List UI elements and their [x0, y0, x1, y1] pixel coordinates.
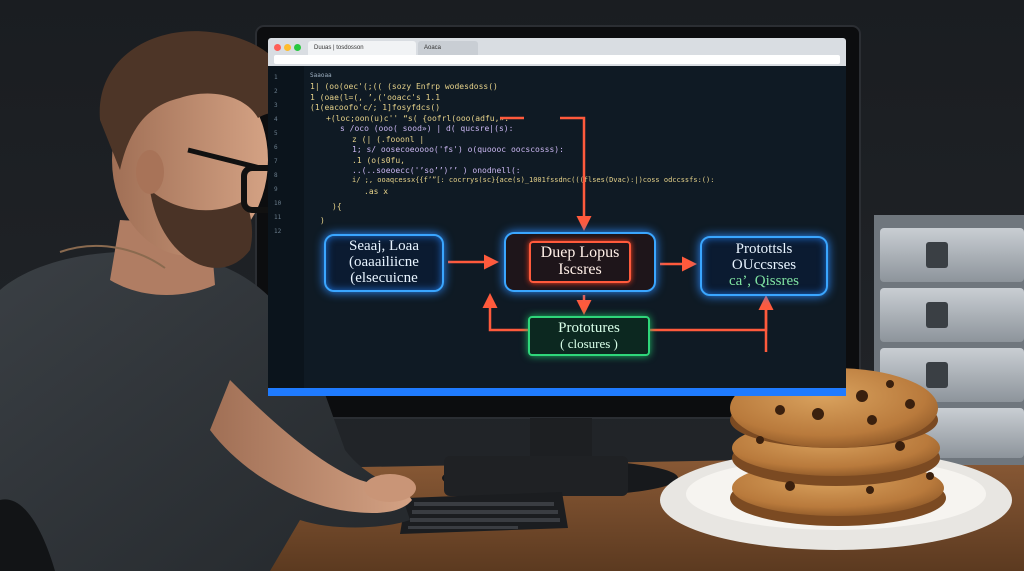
- diagram-box-bottom: Prototures ( closures ): [528, 316, 650, 356]
- code-line: 1; s/ oosecoeoooo('fs') o(quoooc oocscos…: [352, 145, 564, 154]
- code-line: .1 (o(s0fu,: [352, 156, 405, 165]
- diagram-box-right: Protottsls OUccsrses ca’, Qissres: [700, 236, 828, 296]
- browser-tab-active[interactable]: Duuas | tosdosson: [308, 41, 416, 55]
- code-line: z (| (.fooonl |: [352, 135, 425, 144]
- diagram-box-left: Seaaj, Loaa (oaaailiicne (elsecuicne: [324, 234, 444, 292]
- diagram-box-center: Duep Lopus Iscsres: [504, 232, 656, 292]
- browser-tab[interactable]: Aoaca: [418, 41, 478, 55]
- maximize-window-icon[interactable]: [294, 44, 301, 51]
- code-line: +(loc;oon(u)c'' “s( {oofrl(ooo(adfu,».: [326, 114, 510, 123]
- code-line: ): [320, 216, 325, 225]
- code-line: i/ ;, ooaqcessx{{f’”[: cocrrys(sc}{ace(s…: [352, 176, 715, 184]
- address-bar[interactable]: [274, 55, 840, 64]
- editor-status-bar: [268, 388, 846, 396]
- code-line: ..(..soeoecc('’so’’)’’ ) onodnell(:: [352, 166, 521, 175]
- code-line: s /oco (ooo( sood») | d( qucsre|(s):: [340, 124, 514, 133]
- code-line: (1(eacoofo'c/; 1]fosyfdcs(): [310, 103, 441, 112]
- line-number-gutter: 1 2 3 4 5 6 7 8 9 10 11 12: [268, 66, 304, 390]
- code-line: .as x: [364, 187, 389, 196]
- code-line: Saaoaa: [310, 72, 332, 79]
- code-line: ){: [332, 202, 342, 211]
- browser-toolbar: Duuas | tosdosson Aoaca: [268, 38, 846, 66]
- code-line: 1 (oae(l=(, ’,('ooacc's 1.1: [310, 93, 441, 102]
- code-line: 1| (oo(oec'(;(( (sozy Enfrp wodesdoss(): [310, 82, 498, 91]
- close-window-icon[interactable]: [274, 44, 281, 51]
- minimize-window-icon[interactable]: [284, 44, 291, 51]
